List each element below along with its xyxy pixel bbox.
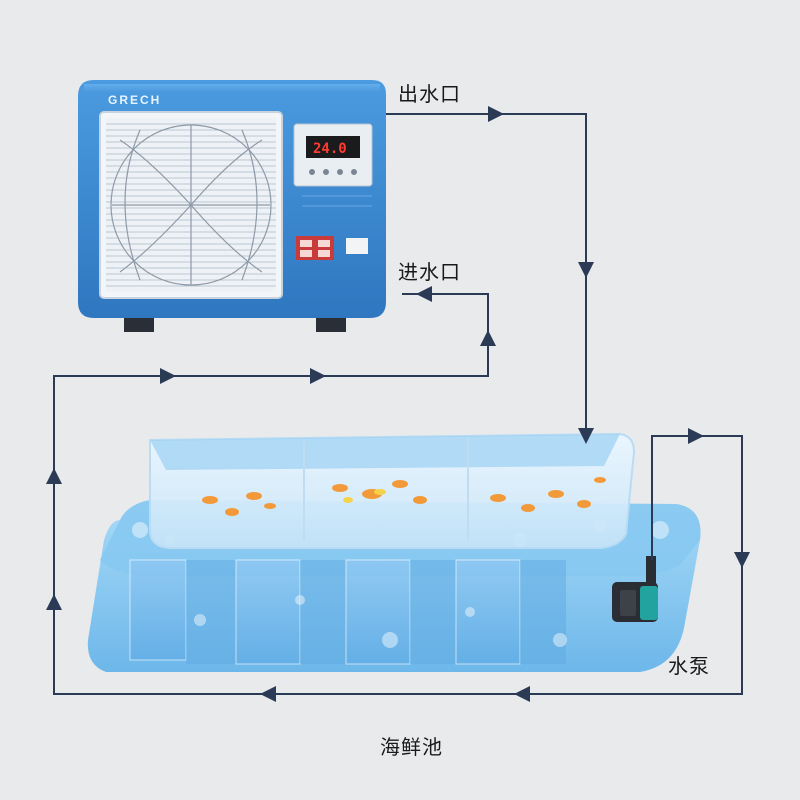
chiller-unit: GRECH <box>78 80 386 332</box>
panel-button <box>337 169 343 175</box>
outlet-label: 出水口 <box>398 78 461 107</box>
inlet-label: 进水口 <box>398 256 461 285</box>
unit-top-bevel <box>84 84 380 92</box>
panel-button <box>351 169 357 175</box>
pump-label: 水泵 <box>668 650 710 679</box>
arrow-pump-down <box>734 552 750 568</box>
upper-tank-water-top <box>150 434 620 470</box>
arrow-left-up-2 <box>46 594 62 610</box>
panel-button <box>323 169 329 175</box>
brand-logo: GRECH <box>108 93 161 107</box>
arrow-bottom-left-1 <box>514 686 530 702</box>
upper-tank <box>150 434 634 548</box>
pump-outlet-pipe <box>646 556 656 586</box>
pool-dividers <box>130 560 566 664</box>
arrow-return-right-1 <box>160 368 176 384</box>
arrow-return-right-2 <box>310 368 326 384</box>
temperature-reading: 24.0 <box>313 141 347 157</box>
arrow-left-up-1 <box>46 468 62 484</box>
arrow-inlet-left <box>416 286 432 302</box>
pool-label: 海鲜池 <box>380 731 443 760</box>
arrow-bottom-left-2 <box>260 686 276 702</box>
arrow-pump-right <box>688 428 704 444</box>
arrow-outlet-down <box>578 262 594 278</box>
unit-foot-right <box>316 316 346 332</box>
unit-foot-left <box>124 316 154 332</box>
panel-button <box>309 169 315 175</box>
arrow-return-up <box>480 330 496 346</box>
arrow-outlet-right <box>488 106 504 122</box>
